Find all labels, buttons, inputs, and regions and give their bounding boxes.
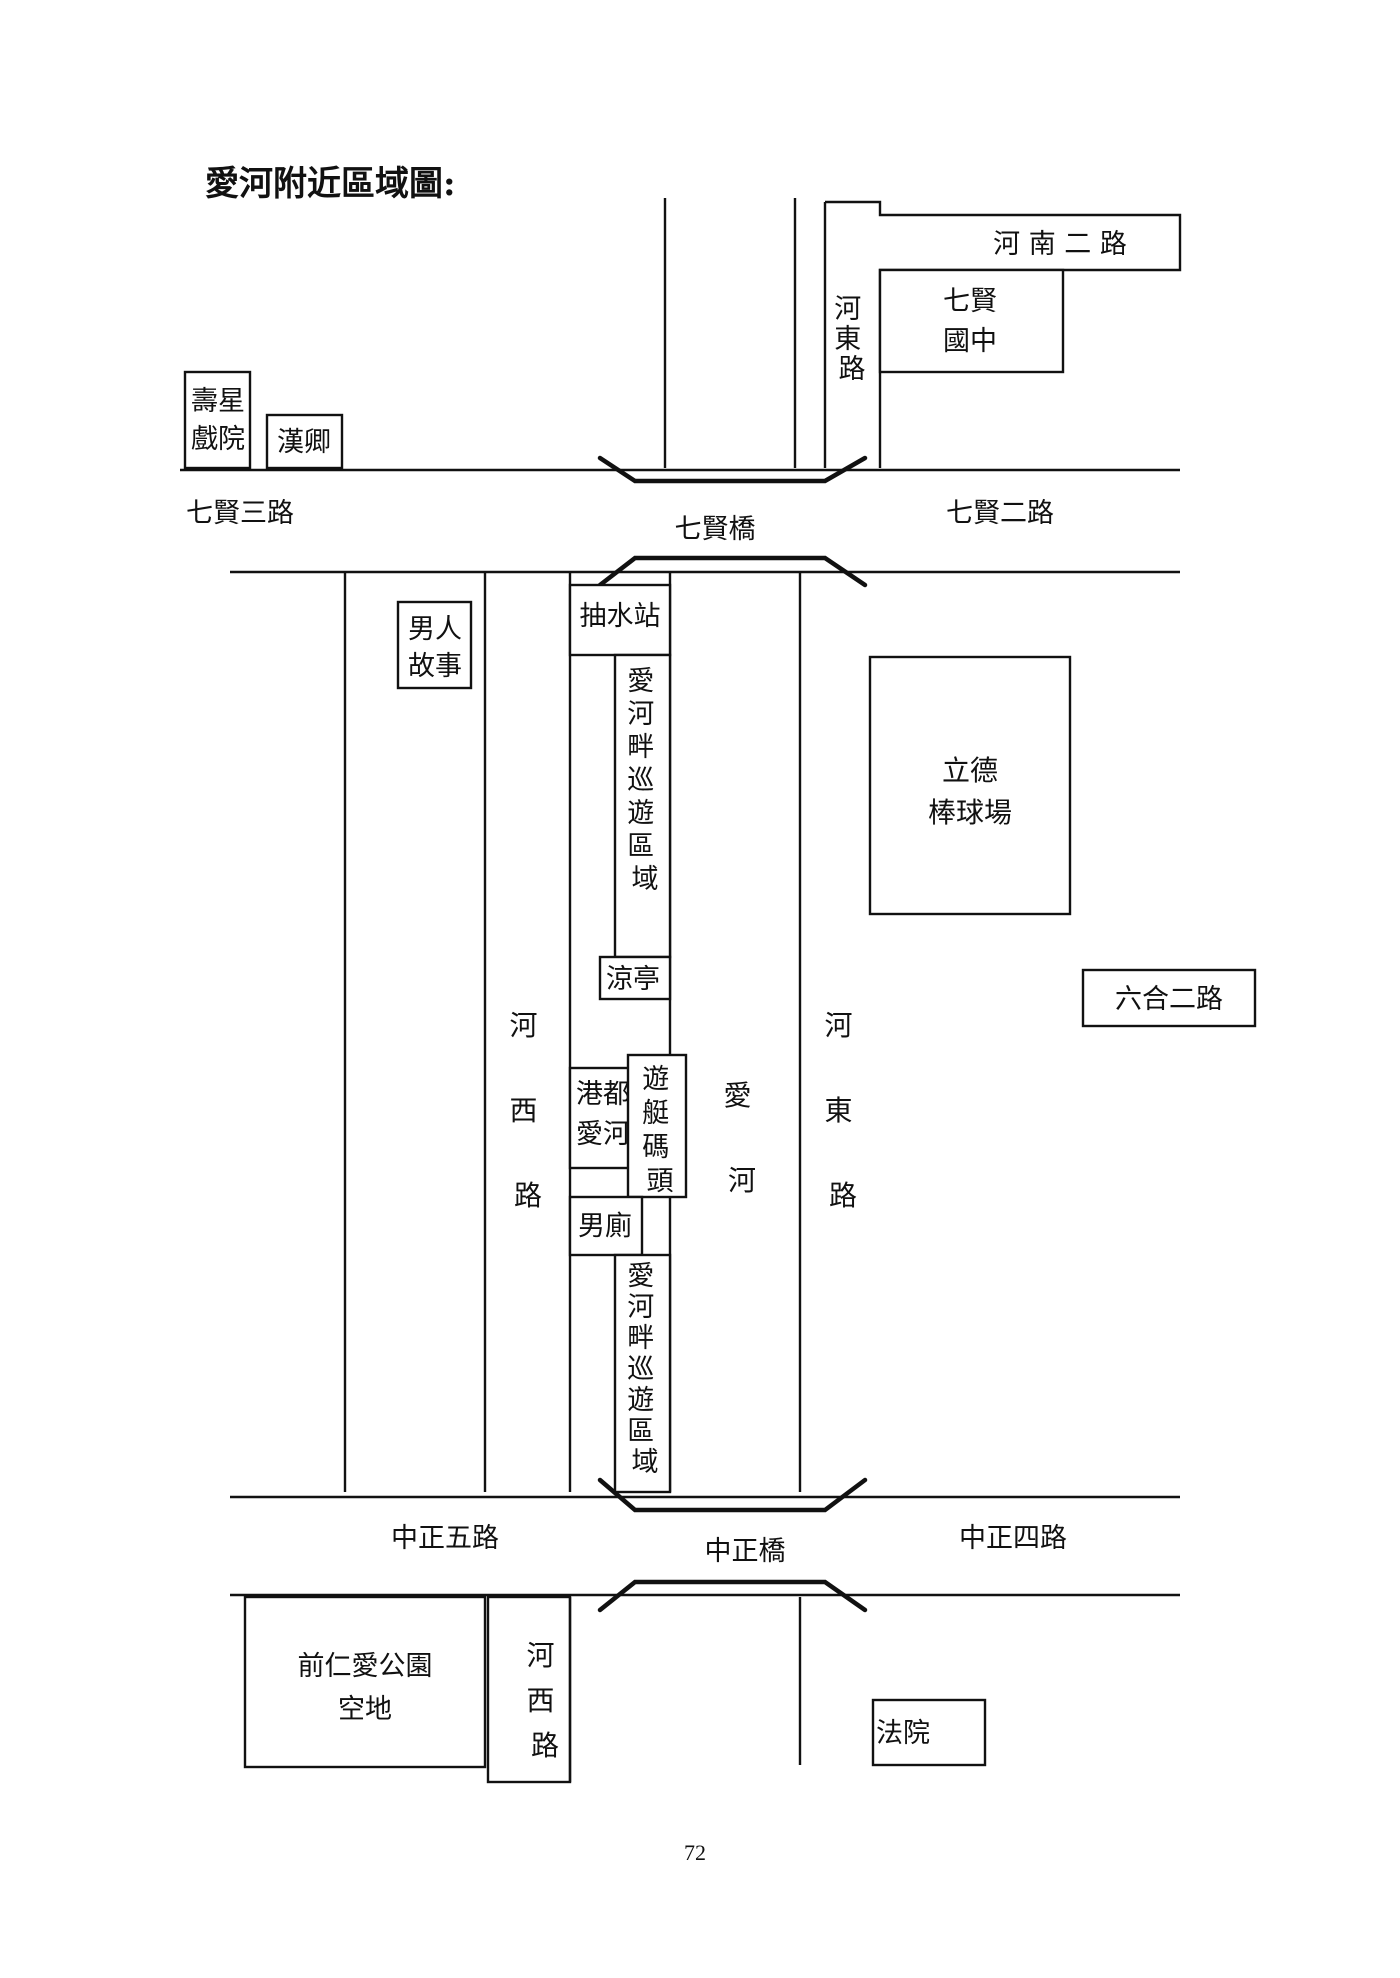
road-label-zhongzheng4: 中正四路	[959, 1523, 1067, 1554]
mens-toilet-box	[568, 1195, 644, 1257]
yacht-char: 頭	[647, 1166, 674, 1197]
park-line1: 前仁愛公園	[298, 1651, 433, 1682]
river-label: 愛 河	[724, 1079, 761, 1197]
cruise-char: 區	[627, 831, 654, 862]
qixian-junior-high-box	[878, 268, 1065, 374]
road-label-liuhe2: 六合二路	[1115, 984, 1223, 1015]
cruise-char: 畔	[627, 1323, 654, 1354]
park-vacant-lot-box	[243, 1595, 487, 1769]
road-label-qixian2: 七賢二路	[946, 498, 1054, 529]
zhongzheng-bridge-upper-rail	[597, 1477, 868, 1513]
road-char: 西	[510, 1094, 538, 1127]
road-char: 河	[825, 1009, 853, 1042]
liuhe2-box	[1081, 968, 1257, 1028]
road-label-henan2: 河 南 二 路	[993, 229, 1127, 260]
cruise-char: 愛	[627, 1261, 654, 1292]
hanqing-label: 漢卿	[277, 427, 331, 458]
road-label-char: 東	[834, 324, 861, 355]
cruise-char: 域	[632, 1447, 659, 1478]
road-label-hexi-south: 河 西 路	[527, 1639, 564, 1762]
road-char: 東	[825, 1094, 853, 1127]
road-char: 河	[527, 1639, 555, 1672]
hanqing-box	[265, 413, 344, 470]
shouxing-line2: 戲院	[191, 424, 245, 455]
pump-station-label: 抽水站	[580, 601, 661, 632]
road-label-hedong-north: 河 東 路	[834, 294, 870, 385]
cruise-area-upper-label: 愛 河 畔 巡 遊 區 域	[627, 666, 663, 895]
map-title: 愛河附近區域圖:	[205, 164, 456, 204]
cruise-char: 巡	[627, 1354, 654, 1385]
qixian-school-line1: 七賢	[943, 286, 997, 317]
cruise-char: 遊	[627, 1385, 654, 1416]
pavilion-box	[598, 955, 672, 1001]
shouxing-line1: 壽星	[191, 386, 245, 417]
bridge-label-zhongzheng: 中正橋	[705, 1536, 786, 1567]
cruise-char: 愛	[627, 666, 654, 697]
river-char: 愛	[724, 1079, 752, 1112]
men-story-box	[396, 600, 473, 690]
road-char: 河	[510, 1009, 538, 1042]
zhongzheng-bridge-lower-rail	[597, 1579, 868, 1613]
yacht-pier-label: 遊 艇 碼 頭	[642, 1064, 678, 1197]
road-char: 路	[829, 1179, 857, 1212]
park-line2: 空地	[338, 1694, 392, 1725]
pump-station-box	[568, 583, 672, 657]
pavilion-label: 涼亭	[606, 964, 660, 995]
lide-line2: 棒球場	[928, 796, 1012, 829]
lide-line1: 立德	[942, 754, 998, 787]
men-story-line1: 男人	[408, 614, 462, 645]
yacht-char: 艇	[642, 1098, 669, 1129]
road-label-hedong-main: 河 東 路	[825, 1009, 862, 1212]
cruise-char: 畔	[627, 732, 654, 763]
road-label-qixian3: 七賢三路	[186, 498, 294, 529]
lide-baseball-field-box	[868, 655, 1072, 916]
men-story-line2: 故事	[408, 651, 462, 682]
road-char: 西	[527, 1684, 555, 1717]
road-label-char: 路	[839, 354, 866, 385]
shouxing-theater-box	[183, 370, 252, 470]
cruise-char: 區	[627, 1416, 654, 1447]
cruise-area-lower-label: 愛 河 畔 巡 遊 區 域	[627, 1261, 663, 1478]
cruise-char: 巡	[627, 765, 654, 796]
cruise-char: 域	[632, 864, 659, 895]
mens-toilet-label: 男廁	[578, 1211, 632, 1242]
gangdu-line2: 愛河	[576, 1119, 630, 1150]
road-label-char: 河	[834, 294, 861, 325]
road-label-zhongzheng5: 中正五路	[391, 1523, 499, 1554]
cruise-area-lower-box	[613, 1253, 672, 1494]
gangdu-line1: 港都	[576, 1079, 630, 1110]
qixian-bridge-upper-rail	[597, 455, 868, 484]
river-char: 河	[728, 1164, 756, 1197]
yacht-pier-box	[626, 1053, 688, 1199]
cruise-char: 河	[627, 1292, 654, 1323]
cruise-char: 遊	[627, 798, 654, 829]
qixian-school-line2: 國中	[943, 326, 997, 357]
road-label-hexi-main: 河 西 路	[510, 1009, 547, 1212]
page-number: 72	[684, 1840, 706, 1865]
bridge-label-qixian: 七賢橋	[675, 514, 756, 545]
court-label: 法院	[876, 1718, 930, 1749]
cruise-char: 河	[627, 699, 654, 730]
yacht-char: 碼	[642, 1132, 669, 1163]
road-char: 路	[514, 1179, 542, 1212]
court-box	[871, 1698, 987, 1767]
road-char: 路	[531, 1729, 559, 1762]
yacht-char: 遊	[642, 1064, 669, 1095]
